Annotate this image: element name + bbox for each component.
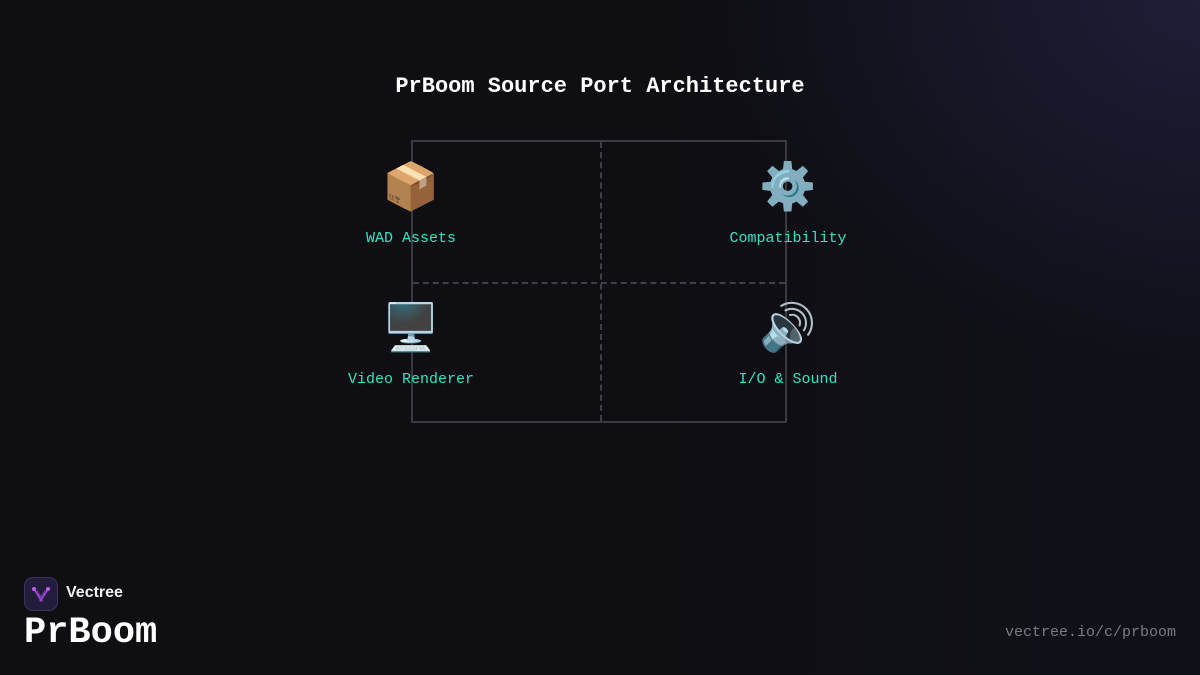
diagram-title: PrBoom Source Port Architecture (395, 74, 805, 99)
speaker-icon: 🔊 (759, 300, 817, 354)
product-name: PrBoom (24, 612, 158, 654)
vertical-divider (600, 142, 602, 421)
node-label: Video Renderer (347, 371, 475, 388)
footer-url: vectree.io/c/prboom (1004, 624, 1176, 641)
brand-name: Vectree (66, 584, 123, 601)
node-compatibility: ⚙️ Compatibility (688, 156, 888, 247)
horizontal-divider (413, 282, 785, 284)
node-label: I/O & Sound (738, 371, 838, 388)
monitor-icon: 🖥️ (382, 300, 440, 354)
node-wad-assets: 📦 WAD Assets (311, 156, 511, 247)
architecture-grid (411, 140, 787, 423)
node-label: WAD Assets (365, 230, 456, 247)
gear-icon: ⚙️ (759, 159, 817, 213)
node-label: Compatibility (729, 230, 847, 247)
node-video-renderer: 🖥️ Video Renderer (311, 297, 511, 388)
vectree-logo-icon (24, 577, 58, 611)
node-io-sound: 🔊 I/O & Sound (688, 297, 888, 388)
package-icon: 📦 (382, 159, 440, 213)
